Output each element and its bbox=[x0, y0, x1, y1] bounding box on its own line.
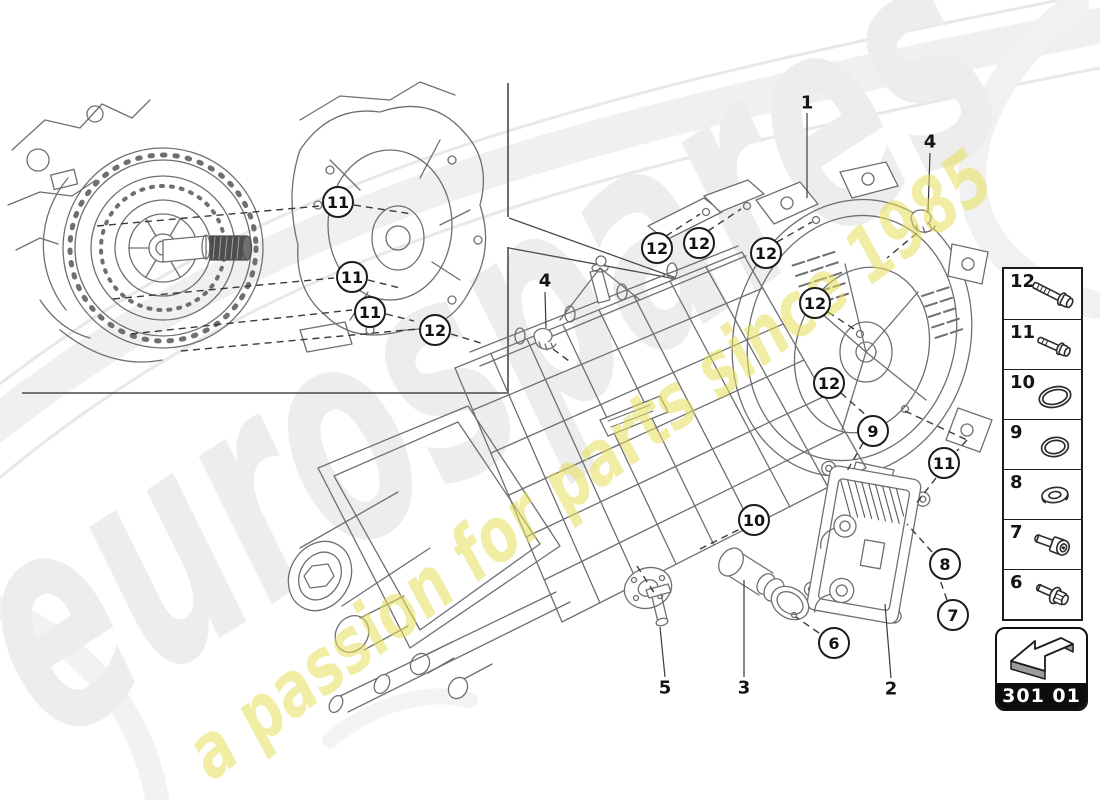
callout-circle-11[interactable]: 11 bbox=[354, 296, 386, 328]
callout-circle-11[interactable]: 11 bbox=[336, 261, 368, 293]
callout-circle-8[interactable]: 8 bbox=[929, 548, 961, 580]
legend-row-12[interactable]: 12 bbox=[1004, 269, 1081, 319]
callout-label-3[interactable]: 3 bbox=[737, 677, 751, 699]
inset-drawing bbox=[7, 81, 487, 363]
callout-circle-12[interactable]: 12 bbox=[683, 227, 715, 259]
socket-head-bolt-icon bbox=[1034, 534, 1070, 556]
seal-ring-large-icon bbox=[1038, 385, 1072, 409]
callout-circle-12[interactable]: 12 bbox=[750, 237, 782, 269]
callout-circle-12[interactable]: 12 bbox=[799, 287, 831, 319]
callout-circle-7[interactable]: 7 bbox=[937, 599, 969, 631]
callout-circle-12[interactable]: 12 bbox=[419, 314, 451, 346]
callout-circle-11[interactable]: 11 bbox=[928, 447, 960, 479]
hex-flange-bolt-icon bbox=[1035, 583, 1069, 606]
section-arrow-icon bbox=[997, 629, 1086, 683]
callout-circle-10[interactable]: 10 bbox=[738, 504, 770, 536]
callout-label-4[interactable]: 4 bbox=[923, 131, 937, 153]
callout-circle-6[interactable]: 6 bbox=[818, 627, 850, 659]
bolt-short-icon bbox=[1037, 336, 1071, 357]
parts-legend: 12 11 10 bbox=[1002, 267, 1083, 621]
main-drawing bbox=[287, 161, 993, 714]
legend-row-9[interactable]: 9 bbox=[1004, 419, 1081, 469]
bolt-long-icon bbox=[1032, 281, 1074, 309]
legend-row-11[interactable]: 11 bbox=[1004, 319, 1081, 369]
callout-circle-12[interactable]: 12 bbox=[641, 232, 673, 264]
legend-row-7[interactable]: 7 bbox=[1004, 519, 1081, 569]
callout-label-2[interactable]: 2 bbox=[884, 678, 898, 700]
leader-lines-solid bbox=[544, 113, 931, 679]
callout-circle-12[interactable]: 12 bbox=[813, 367, 845, 399]
callout-label-1[interactable]: 1 bbox=[800, 92, 814, 114]
diagram-code-badge[interactable]: 301 01 bbox=[995, 627, 1088, 711]
legend-row-10[interactable]: 10 bbox=[1004, 369, 1081, 419]
brand-watermark: eurospares bbox=[0, 0, 1058, 800]
callout-circle-9[interactable]: 9 bbox=[857, 415, 889, 447]
legend-row-6[interactable]: 6 bbox=[1004, 569, 1081, 619]
legend-row-8[interactable]: 8 bbox=[1004, 469, 1081, 519]
leader-lines-dashed bbox=[96, 204, 968, 634]
inset-frame bbox=[22, 83, 677, 394]
callout-label-4[interactable]: 4 bbox=[538, 270, 552, 292]
callout-label-5[interactable]: 5 bbox=[658, 677, 672, 699]
callout-circle-11[interactable]: 11 bbox=[322, 186, 354, 218]
diagram-code: 301 01 bbox=[997, 683, 1086, 709]
seal-ring-icon bbox=[1040, 436, 1070, 458]
washer-icon bbox=[1041, 486, 1069, 504]
